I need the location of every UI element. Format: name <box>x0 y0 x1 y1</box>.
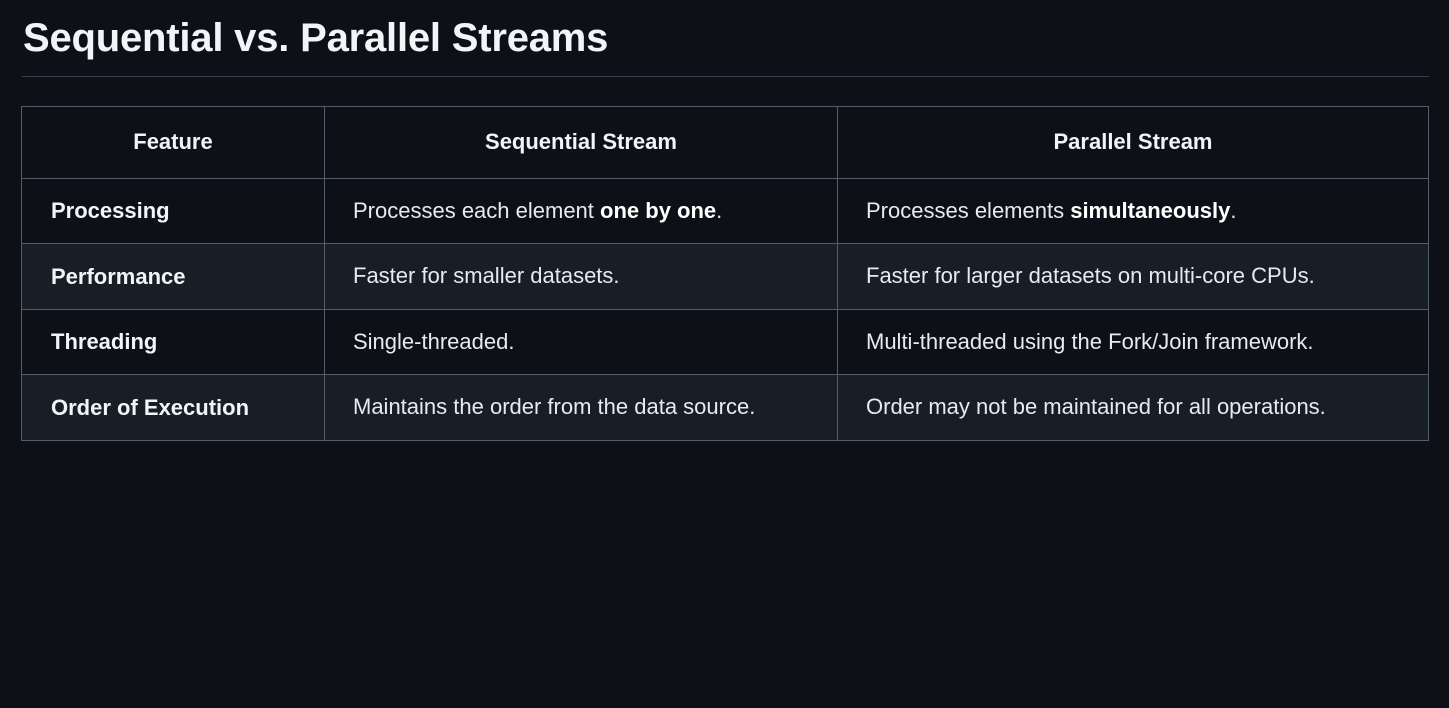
cell-parallel-stream: Processes elements simultaneously. <box>837 177 1429 245</box>
cell-sequential-stream: Processes each element one by one. <box>324 177 838 245</box>
cell-feature: Performance <box>21 243 325 310</box>
cell-sequential-stream: Maintains the order from the data source… <box>324 374 838 441</box>
comparison-table-wrapper: Feature Sequential Stream Parallel Strea… <box>21 106 1429 441</box>
column-header-parallel-stream: Parallel Stream <box>837 106 1429 179</box>
cell-feature: Order of Execution <box>21 374 325 441</box>
title-divider <box>22 76 1429 77</box>
comparison-table: Feature Sequential Stream Parallel Strea… <box>21 106 1429 441</box>
column-header-feature: Feature <box>21 106 325 179</box>
cell-feature: Processing <box>21 177 325 245</box>
cell-feature: Threading <box>21 308 325 376</box>
table-header: Feature Sequential Stream Parallel Strea… <box>21 106 1429 179</box>
cell-sequential-stream: Single-threaded. <box>324 308 838 376</box>
cell-sequential-stream: Faster for smaller datasets. <box>324 243 838 310</box>
column-header-sequential-stream: Sequential Stream <box>324 106 838 179</box>
table-header-row: Feature Sequential Stream Parallel Strea… <box>21 106 1429 179</box>
cell-parallel-stream: Multi-threaded using the Fork/Join frame… <box>837 308 1429 376</box>
page-title: Sequential vs. Parallel Streams <box>23 16 609 60</box>
cell-parallel-stream: Order may not be maintained for all oper… <box>837 374 1429 441</box>
cell-parallel-stream: Faster for larger datasets on multi-core… <box>837 243 1429 310</box>
